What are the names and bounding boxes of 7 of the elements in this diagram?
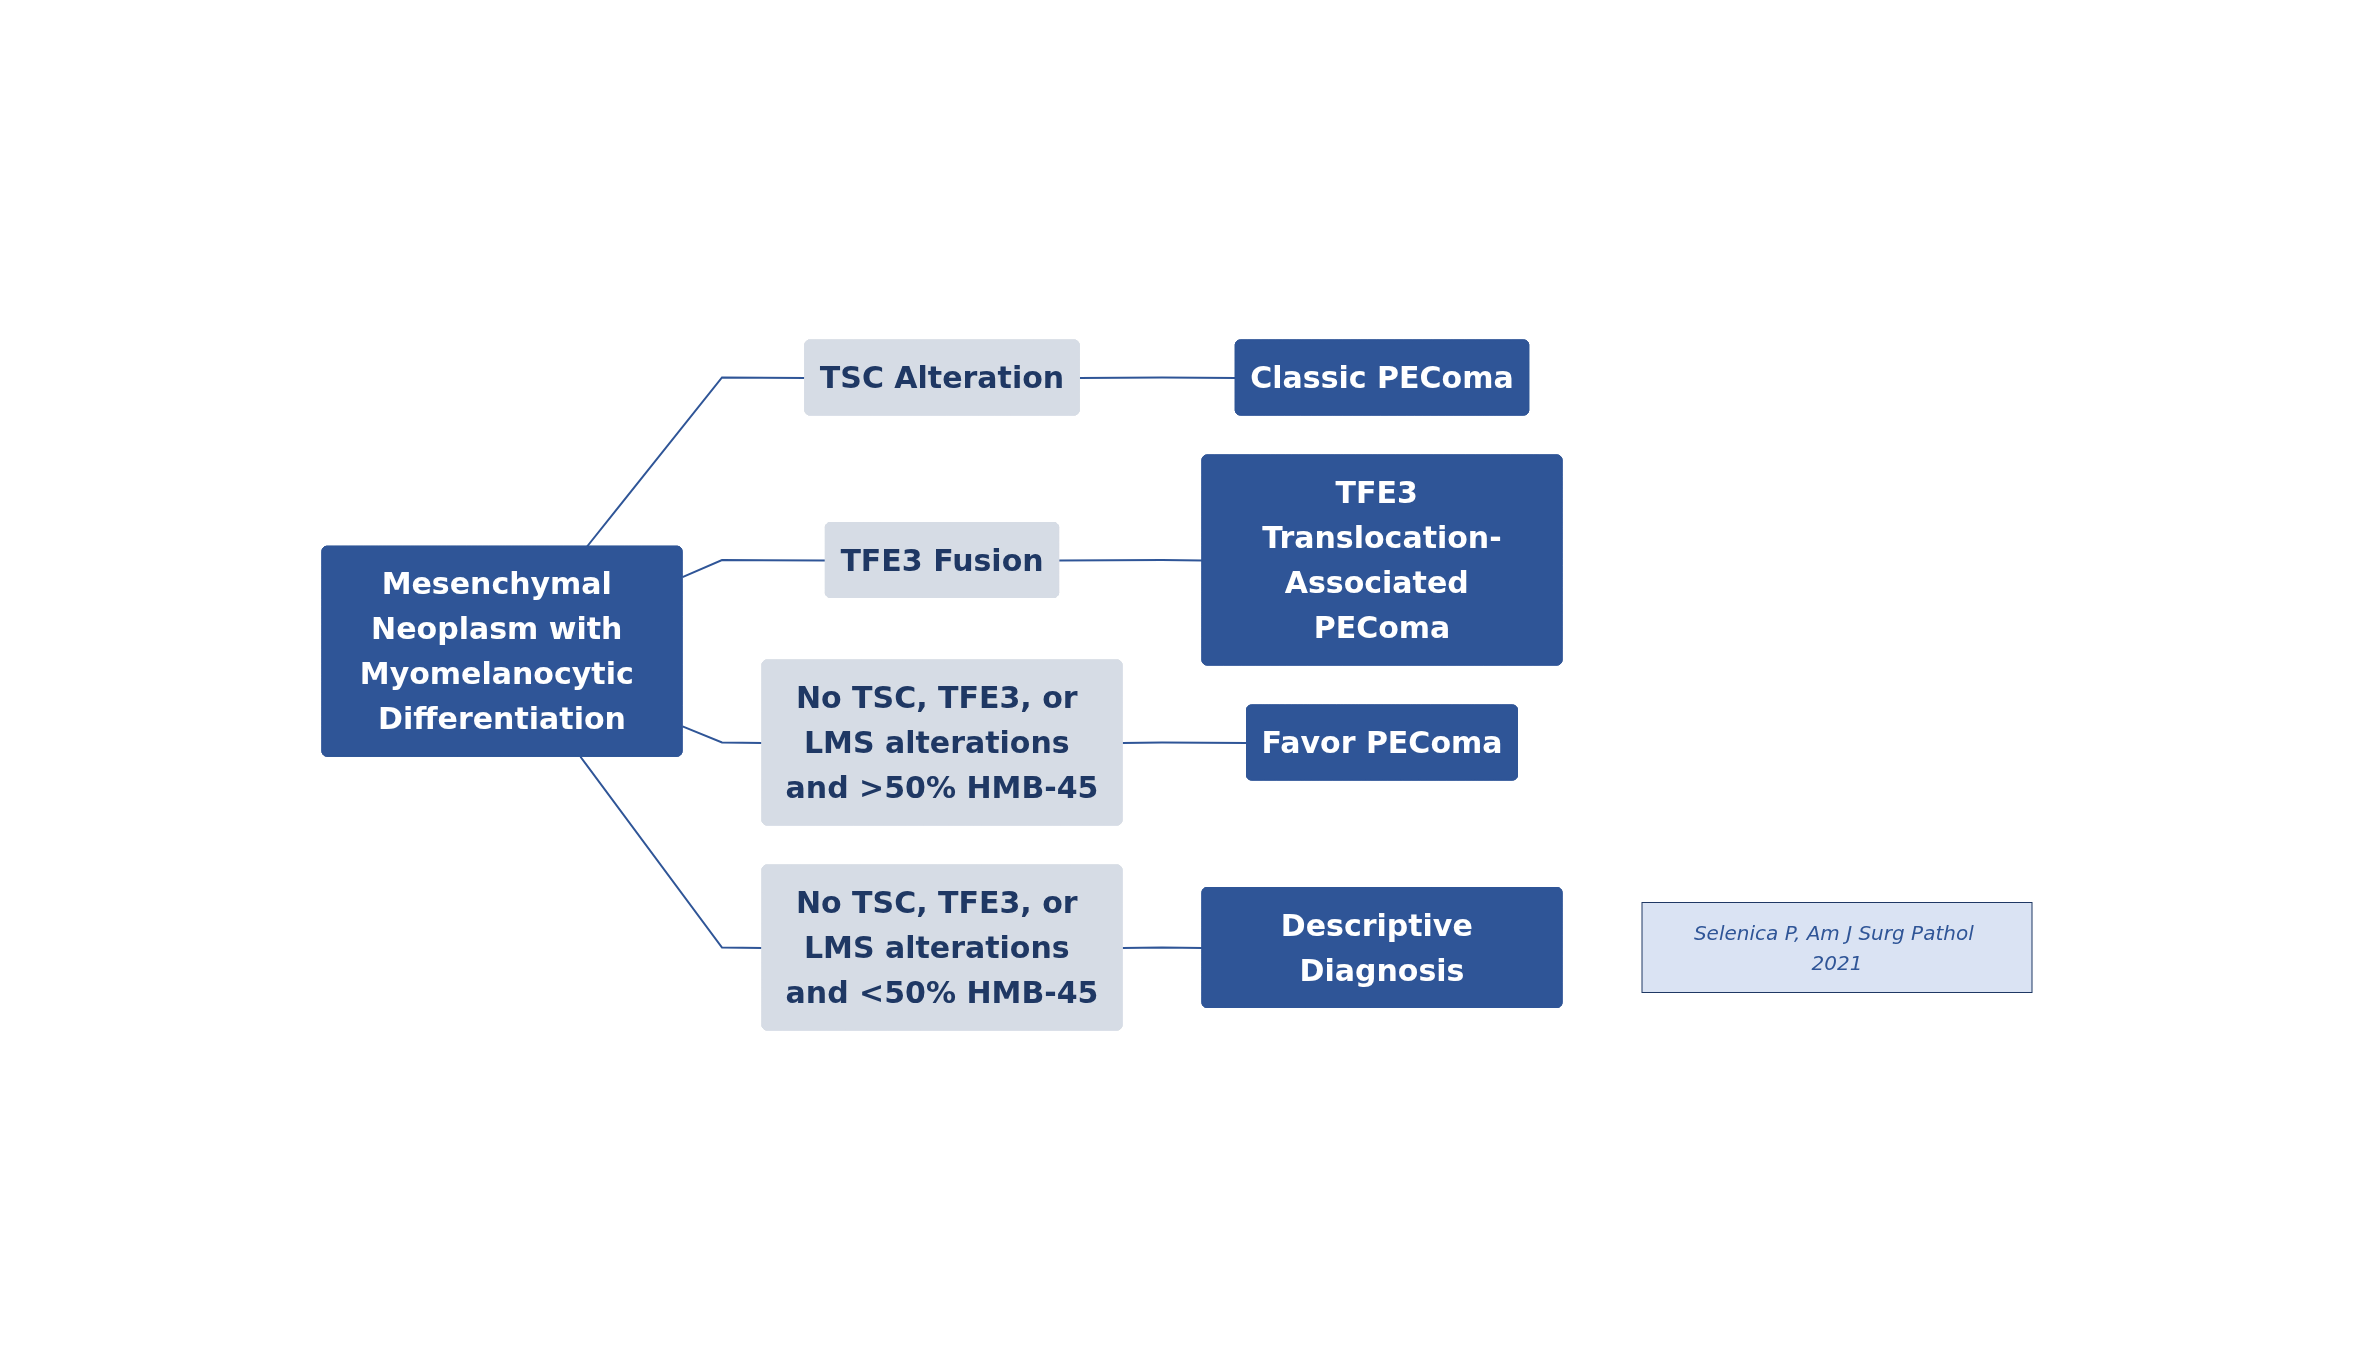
connector (1121, 741, 1248, 744)
connector (1121, 946, 1203, 949)
node-box: Selenica P, Am J Surg Pathol 2021 (1641, 902, 2032, 993)
connector (579, 755, 763, 949)
connector (681, 725, 763, 744)
connector (585, 376, 806, 548)
connector (1057, 559, 1203, 562)
